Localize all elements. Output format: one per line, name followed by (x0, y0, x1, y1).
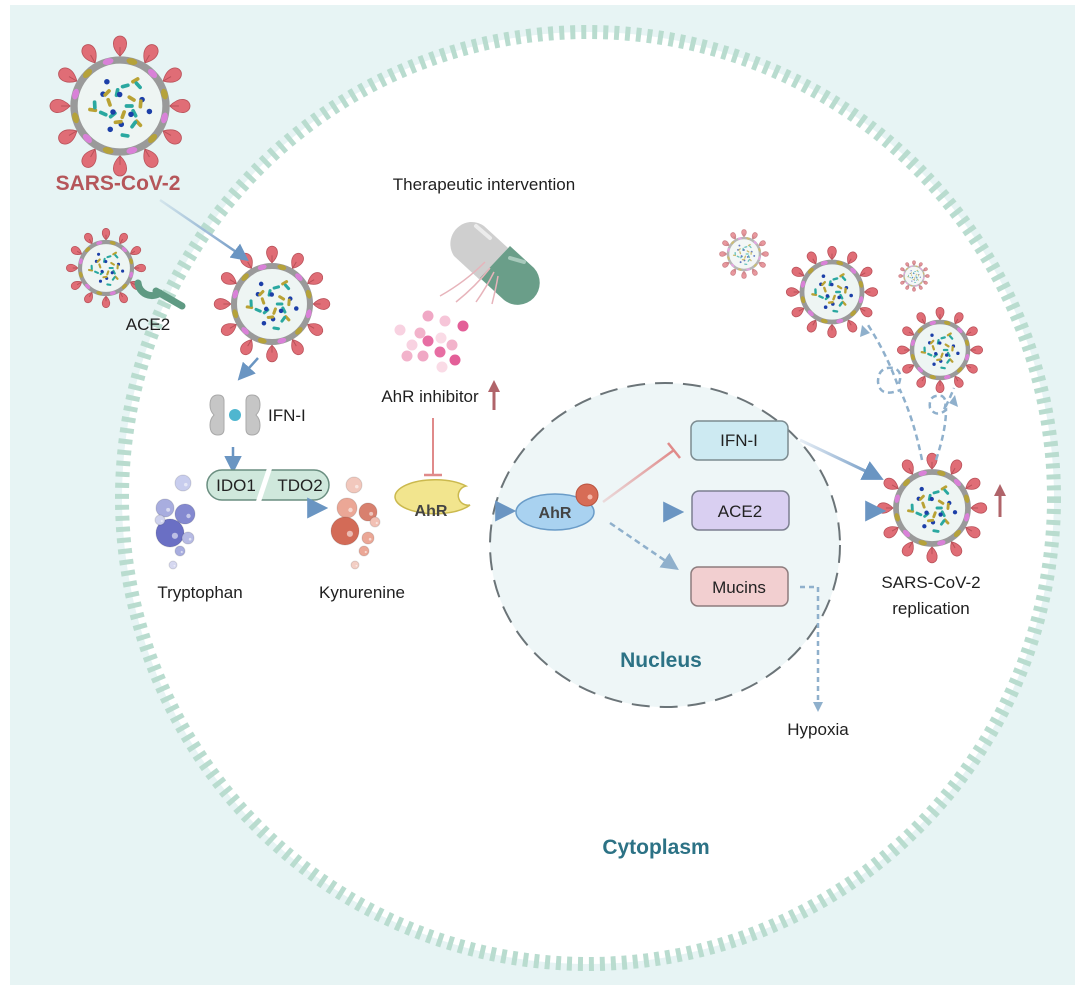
inhibitor-dot (417, 350, 429, 362)
enzyme-pill (206, 466, 330, 504)
inhibitor-up-arrow-icon (488, 380, 500, 410)
inhibitor-label: AhR inhibitor (381, 387, 479, 406)
inhibitor-dot (457, 320, 469, 332)
nuclear-ahr-icon (515, 483, 599, 531)
virus-to-ifn-arrow (237, 357, 259, 381)
replication-label-line1: SARS-CoV-2 (881, 573, 980, 592)
tryptophan-molecules-icon (154, 474, 196, 570)
virus-replicating-icon (876, 452, 988, 564)
inhibitor-dot (406, 339, 418, 351)
target-label-mucins: Mucins (712, 578, 766, 597)
inhibitor-dot (422, 310, 434, 322)
virus-bound-ace2-icon (66, 228, 146, 308)
nucleus (489, 382, 841, 708)
inhibitor-dot (394, 324, 406, 336)
cell-membrane (115, 25, 1061, 971)
virus-release-arrows (864, 321, 956, 461)
inhibitor-dot (436, 361, 448, 373)
ace2-receptor-icon (134, 279, 186, 310)
ifn-receptor-icon (209, 394, 261, 436)
virus-released-icon (785, 245, 879, 339)
target-box-ace2 (691, 490, 790, 531)
inhibitor-dot (439, 315, 451, 327)
entry-arrow-head (229, 243, 249, 262)
inhibitor-dot (422, 335, 434, 347)
inhibitor-dot (414, 327, 426, 339)
drug-spray-lines (439, 261, 499, 305)
virus-extracellular-icon (49, 35, 191, 177)
therapy-label: Therapeutic intervention (393, 175, 575, 194)
virus-entering-icon (213, 245, 331, 363)
inhibitor-molecules-icon (394, 310, 469, 373)
hypoxia-label: Hypoxia (787, 720, 849, 739)
virus-layer (49, 35, 988, 564)
tdo2-label: TDO2 (277, 476, 322, 495)
cytoplasmic-ahr-label: AhR (415, 503, 448, 520)
virus-released-tiny-icon (898, 260, 930, 292)
mucins-to-hypoxia-arrow (800, 585, 820, 704)
tryptophan-label: Tryptophan (157, 583, 242, 602)
nuclear-ahr-label: AhR (539, 505, 572, 522)
target-box-ifn (690, 420, 789, 461)
kynurenine-label: Kynurenine (319, 583, 405, 602)
target-label-ifn: IFN-I (720, 431, 758, 450)
virus-released-icon (896, 306, 984, 394)
inhibitor-dot (401, 350, 413, 362)
target-label-ace2: ACE2 (718, 502, 762, 521)
ace2-receptor-label: ACE2 (126, 315, 170, 334)
nucleus-label: Nucleus (620, 649, 702, 672)
replication-label-line2: replication (892, 599, 970, 618)
ahr-to-mucins-arrow (609, 521, 679, 570)
replication-up-arrow-icon (994, 484, 1006, 517)
cytoplasmic-ahr-icon (394, 479, 471, 515)
inhibitor-dot (446, 339, 458, 351)
target-box-mucins (690, 566, 789, 607)
inhibitor-dot (434, 346, 446, 358)
virus-label: SARS-CoV-2 (56, 172, 181, 195)
ido1-label: IDO1 (216, 476, 256, 495)
inhibitor-dot (435, 332, 447, 344)
inhibitor-dot (449, 354, 461, 366)
kynurenine-molecules-icon (330, 476, 381, 570)
ifn-label: IFN-I (268, 406, 306, 425)
cytoplasm-label: Cytoplasm (602, 836, 709, 859)
virus-released-small-icon (719, 229, 769, 279)
ahr-inhibits-ifn (602, 448, 675, 504)
